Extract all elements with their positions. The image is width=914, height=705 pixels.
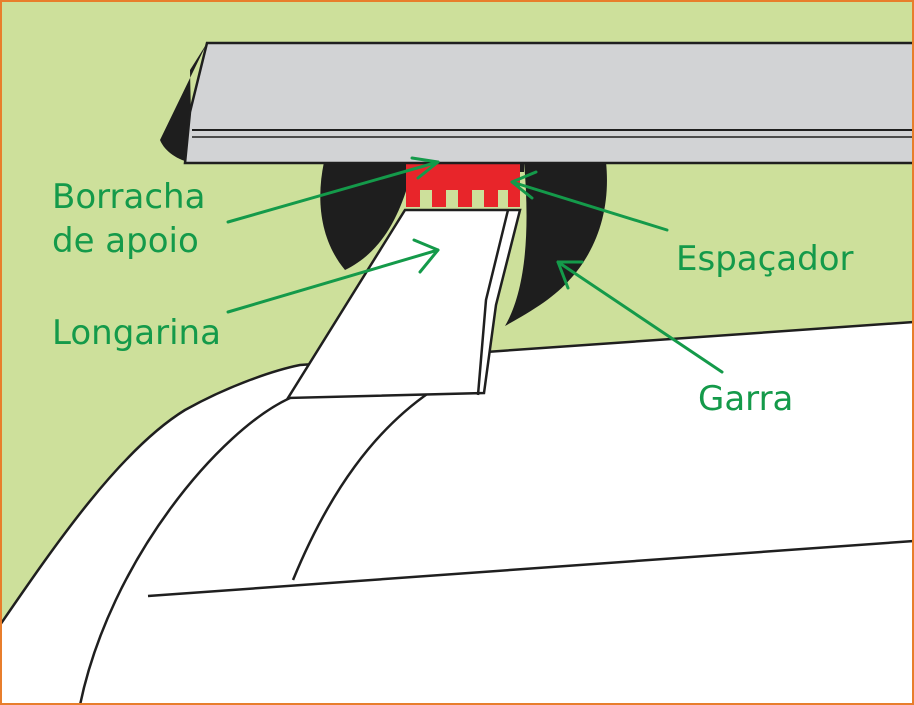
longarina-base-line	[291, 390, 431, 581]
crossbar-body	[183, 41, 914, 165]
arrow-borracha-icon	[226, 156, 440, 224]
label-espacador: Espaçador	[676, 239, 854, 279]
longarina-rail	[285, 208, 522, 400]
spacer-notch-2	[446, 190, 458, 207]
crossbar	[160, 41, 914, 165]
door-top-line	[147, 539, 914, 598]
spacer-top	[406, 163, 520, 179]
label-borracha-line1: Borracha	[52, 177, 205, 217]
label-borracha-line2: de apoio	[52, 221, 199, 261]
longarina-edge-line	[476, 209, 510, 396]
arrow-espacador-icon	[510, 170, 669, 232]
arrow-longarina-icon	[226, 238, 440, 314]
roof-contour-line	[78, 396, 291, 705]
arrow-garra-icon	[556, 260, 724, 374]
car-roof-surface	[0, 320, 914, 705]
label-garra: Garra	[698, 379, 793, 419]
spacer-notch-4	[498, 190, 508, 207]
crossbar-end-cap	[160, 43, 207, 163]
spacer-notch-3	[472, 190, 484, 207]
car-body	[0, 320, 914, 705]
spacer-notch-1	[420, 190, 432, 207]
label-longarina: Longarina	[52, 313, 221, 353]
longarina-body	[285, 208, 522, 400]
